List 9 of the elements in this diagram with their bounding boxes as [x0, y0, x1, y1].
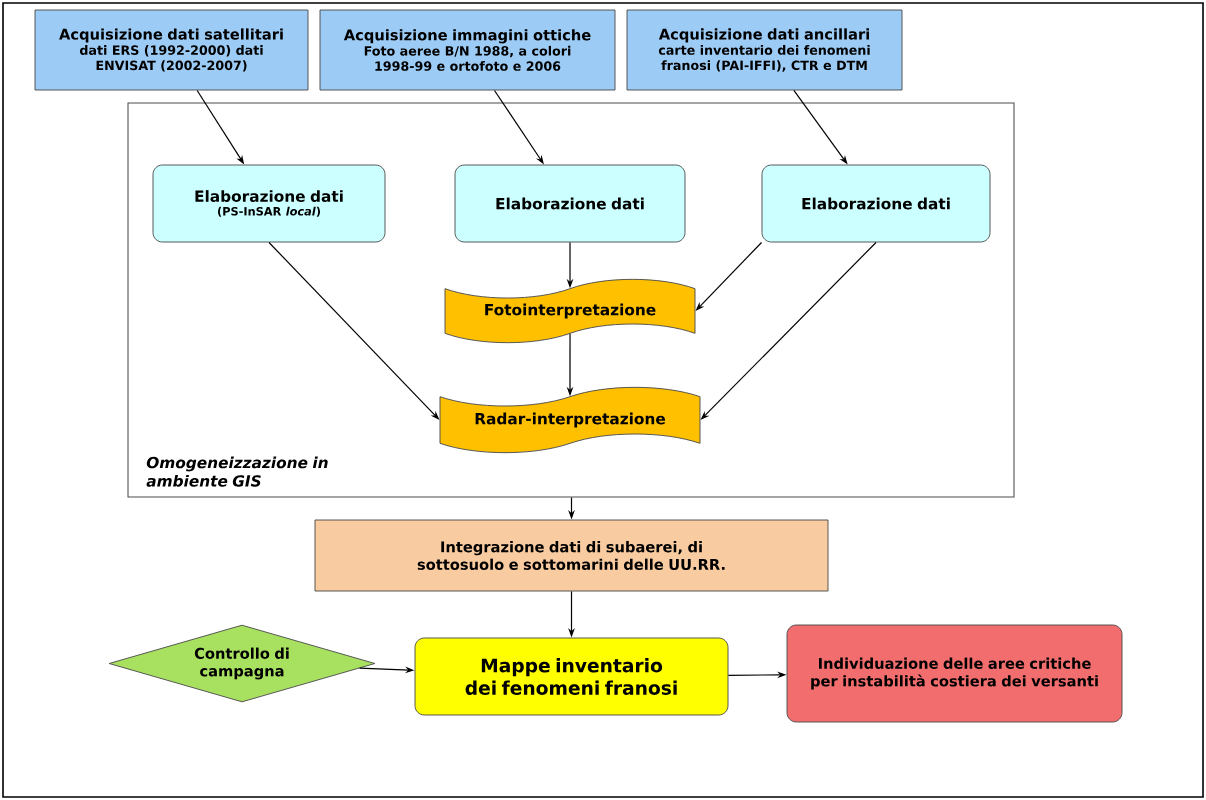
process-box: Elaborazione dati — [454, 164, 686, 243]
source-callout: Acquisizione immagini ottiche Foto aeree B/N 1988, a colori 1998-99 e ortofoto e 2006 — [319, 9, 616, 91]
result-box: Individuazione delle aree critiche per instabilità costiera dei versanti — [786, 624, 1123, 723]
process-box: Integrazione dati di subaerei, di sottosuolo e sottomarini delle UU.RR. — [314, 519, 829, 592]
source-callout: Acquisizione dati ancillari carte inventario dei fenomeni franosi (PAI-IFFI), CTR e DTM — [626, 9, 903, 91]
source-callout: Acquisizione dati satellitari dati ERS (1992-2000) dati ENVISAT (2002-2007) — [34, 9, 309, 91]
process-box: Mappe inventario dei fenomeni franosi — [414, 637, 729, 716]
process-box: Elaborazione dati (PS-InSAR local) — [152, 164, 386, 243]
process-box: Elaborazione dati — [761, 164, 991, 243]
